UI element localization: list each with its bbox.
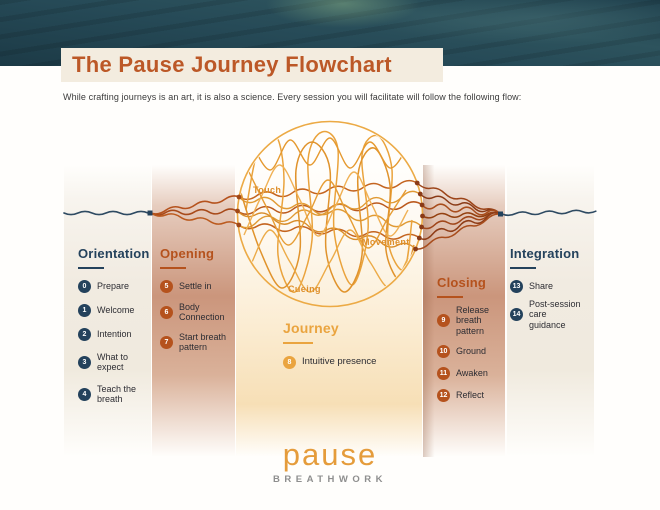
step-item: 0 Prepare xyxy=(78,280,148,293)
section-heading: Journey xyxy=(283,320,339,336)
step-number-badge: 3 xyxy=(78,355,91,369)
brand-wordmark: pause xyxy=(282,437,378,472)
page-subtitle: While crafting journeys is an art, it is… xyxy=(63,92,522,102)
heading-underline xyxy=(283,342,313,344)
step-label: What to expect xyxy=(97,352,129,373)
step-label: Start breath pattern xyxy=(179,331,227,353)
step-item: 8 Intuitive presence xyxy=(283,356,413,369)
step-number-badge: 7 xyxy=(160,335,173,349)
page-title: The Pause Journey Flowchart xyxy=(72,52,392,77)
heading-underline xyxy=(437,296,463,298)
step-label: Ground xyxy=(456,346,487,357)
step-list: 0 Prepare 1 Welcome 2 Intention 3 What to expec… xyxy=(78,280,148,404)
step-item: 4 Teach the breath xyxy=(78,384,148,405)
step-label: Body Connection xyxy=(179,302,225,323)
step-label: Release breath pattern xyxy=(456,305,490,336)
step-item: 1 Welcome xyxy=(78,304,148,317)
step-label: Awaken xyxy=(456,368,488,379)
step-label: Reflect xyxy=(456,390,485,401)
step-number-badge: 9 xyxy=(437,314,450,328)
step-number-badge: 12 xyxy=(437,389,450,403)
step-item: 6 Body Connection xyxy=(160,302,232,323)
step-number-badge: 0 xyxy=(78,280,91,293)
step-label: Welcome xyxy=(97,305,135,316)
title-box: The Pause Journey Flowchart xyxy=(61,48,443,82)
step-item: 12 Reflect xyxy=(437,389,499,403)
heading-underline xyxy=(160,267,186,269)
step-number-badge: 5 xyxy=(160,280,173,293)
section-journey: Journey 8 Intuitive presence xyxy=(283,320,413,369)
step-item: 10 Ground xyxy=(437,345,499,359)
brand-logo: pause BREATHWORK xyxy=(0,437,660,485)
section-heading: Orientation xyxy=(78,246,150,261)
step-item: 14 Post-session care guidance xyxy=(510,299,584,330)
step-number-badge: 10 xyxy=(437,345,450,359)
step-item: 11 Awaken xyxy=(437,367,499,381)
step-list: 5 Settle in 6 Body Connection 7 Start breath … xyxy=(160,280,232,352)
step-item: 9 Release breath pattern xyxy=(437,305,499,336)
step-label: Post-session care guidance xyxy=(529,299,581,330)
step-list: 13 Share 14 Post-session care guidance xyxy=(510,280,584,330)
heading-underline xyxy=(78,267,104,269)
step-number-badge: 11 xyxy=(437,367,450,381)
step-label: Teach the breath xyxy=(97,383,137,405)
step-item: 3 What to expect xyxy=(78,352,148,373)
section-opening: Opening 5 Settle in 6 Body Connection 7 Start… xyxy=(160,246,232,352)
step-label: Prepare xyxy=(97,281,130,292)
heading-underline xyxy=(510,267,536,269)
step-number-badge: 6 xyxy=(160,305,173,319)
step-number-badge: 4 xyxy=(78,387,91,401)
step-label: Share xyxy=(529,281,554,292)
step-number-badge: 8 xyxy=(283,356,296,369)
section-heading: Closing xyxy=(437,275,487,290)
step-number-badge: 14 xyxy=(510,308,523,322)
step-item: 13 Share xyxy=(510,280,584,293)
section-heading: Opening xyxy=(160,246,215,261)
step-item: 5 Settle in xyxy=(160,280,232,293)
step-item: 7 Start breath pattern xyxy=(160,332,232,353)
section-heading: Integration xyxy=(510,246,580,261)
step-label: Settle in xyxy=(179,281,212,292)
brand-tagline: BREATHWORK xyxy=(273,474,387,485)
journey-column-band xyxy=(236,165,422,457)
step-number-badge: 1 xyxy=(78,304,91,317)
step-item: 2 Intention xyxy=(78,328,148,341)
step-number-badge: 13 xyxy=(510,280,523,293)
step-label: Intuitive presence xyxy=(302,356,377,368)
section-integration: Integration 13 Share 14 Post-session care g… xyxy=(510,246,584,330)
step-number-badge: 2 xyxy=(78,328,91,341)
step-label: Intention xyxy=(97,329,132,340)
step-list: 8 Intuitive presence xyxy=(283,356,413,369)
